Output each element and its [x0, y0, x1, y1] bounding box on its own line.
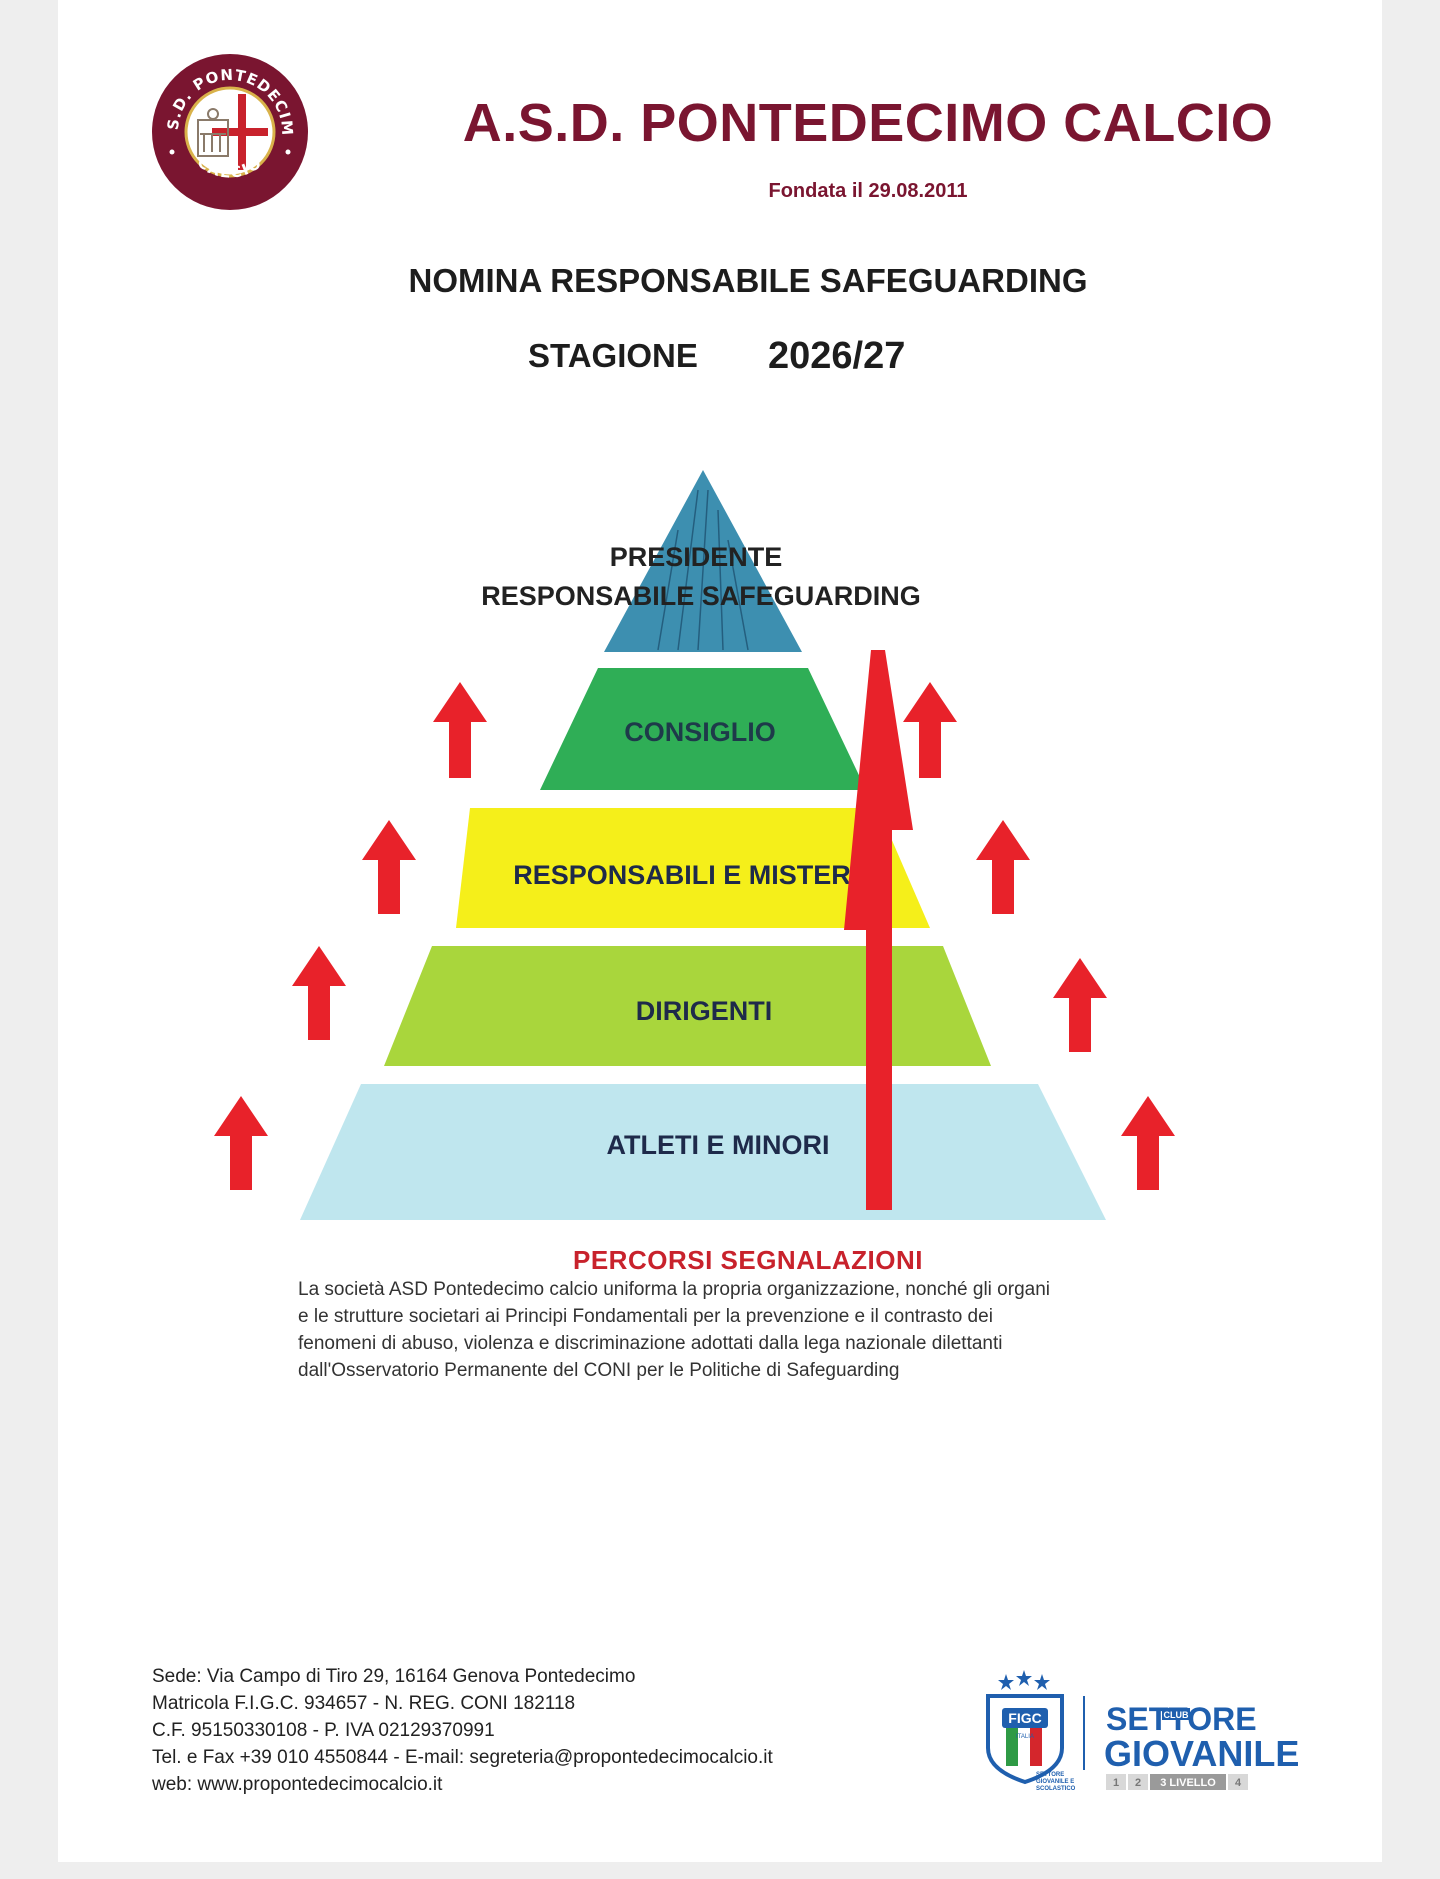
arrow-up-left-3: [292, 946, 346, 1040]
club-word: CLUB: [1164, 1710, 1189, 1720]
arrow-up-left-4: [214, 1096, 268, 1190]
footer-address: Sede: Via Campo di Tiro 29, 16164 Genova…: [152, 1666, 636, 1687]
paths-description: La società ASD Pontedecimo calcio unifor…: [298, 1276, 1168, 1384]
document-page: A.S.D. PONTEDECIMO CALCIO A.S.D. PONTEDE…: [58, 0, 1382, 1862]
pyramid-label-dirigenti: DIRIGENTI: [636, 996, 773, 1026]
pyramid-level-consiglio: [540, 668, 866, 790]
club-title: A.S.D. PONTEDECIMO CALCIO: [462, 93, 1274, 153]
paths-line-3: fenomeni di abuso, violenza e discrimina…: [298, 1333, 1003, 1354]
paths-line-2: e le strutture societari ai Principi Fon…: [298, 1306, 993, 1327]
document-heading: NOMINA RESPONSABILE SAFEGUARDING: [408, 262, 1088, 299]
pyramid-label-atleti: ATLETI E MINORI: [607, 1130, 830, 1160]
level-indicator: 1 2 3 LIVELLO 4: [1106, 1774, 1248, 1790]
figc-label: FIGC: [1008, 1710, 1041, 1726]
season-label: STAGIONE: [528, 337, 698, 374]
arrow-up-right-1: [903, 682, 957, 778]
season-year: 2026/27: [768, 335, 906, 377]
founded-date: Fondata il 29.08.2011: [768, 180, 968, 202]
figc-settore-giovanile-badge: FIGC ITALIA SETTORE GIOVANILE E SCOLASTI…: [986, 1670, 1299, 1792]
arrow-up-left-1: [433, 682, 487, 778]
level-2: 2: [1135, 1777, 1141, 1789]
paths-line-4: dall'Osservatorio Permanente del CONI pe…: [298, 1360, 900, 1381]
club-logo: A.S.D. PONTEDECIMO CALCIO: [150, 52, 308, 210]
arrow-up-right-2: [976, 820, 1030, 914]
side-arrows: [214, 682, 1175, 1190]
level-3: 3 LIVELLO: [1160, 1777, 1216, 1789]
paths-line-1: La società ASD Pontedecimo calcio unifor…: [298, 1279, 1050, 1300]
figc-caption-2: GIOVANILE E: [1036, 1779, 1074, 1785]
footer-tax-ids: C.F. 95150330108 - P. IVA 02129370991: [152, 1720, 495, 1741]
pyramid-label-responsabili-mister: RESPONSABILI E MISTER: [513, 860, 851, 890]
stars-icon: [998, 1670, 1050, 1690]
arrow-up-right-4: [1121, 1096, 1175, 1190]
paths-title: PERCORSI SEGNALAZIONI: [573, 1245, 923, 1275]
pyramid-label-consiglio: CONSIGLIO: [624, 717, 776, 747]
footer-contacts: Sede: Via Campo di Tiro 29, 16164 Genova…: [152, 1663, 872, 1798]
central-escalation-arrow: [844, 650, 913, 1210]
level-1: 1: [1113, 1777, 1119, 1789]
footer-registration: Matricola F.I.G.C. 934657 - N. REG. CONI…: [152, 1693, 576, 1714]
figc-caption-1: SETTORE: [1036, 1772, 1064, 1778]
footer-phone-email[interactable]: Tel. e Fax +39 010 4550844 - E-mail: seg…: [152, 1747, 773, 1768]
pyramid-level-responsabili: [456, 808, 930, 928]
level-4: 4: [1235, 1777, 1242, 1789]
figc-caption-3: SCOLASTICO: [1036, 1786, 1076, 1792]
arrow-up-left-2: [362, 820, 416, 914]
figc-small-label: ITALIA: [1016, 1734, 1034, 1740]
giovanile-title: GIOVANILE: [1104, 1733, 1299, 1774]
safeguarding-pyramid: PRESIDENTE RESPONSABILE SAFEGUARDING CON…: [214, 470, 1175, 1220]
pyramid-level-atleti: [300, 1084, 1106, 1220]
pyramid-level-dirigenti: [384, 946, 991, 1066]
pyramid-label-responsabile-safeguarding: RESPONSABILE SAFEGUARDING: [481, 581, 921, 611]
arrow-up-right-3: [1053, 958, 1107, 1052]
pyramid-label-presidente: PRESIDENTE: [610, 542, 783, 572]
footer-website[interactable]: web: www.propontedecimocalcio.it: [152, 1774, 443, 1795]
